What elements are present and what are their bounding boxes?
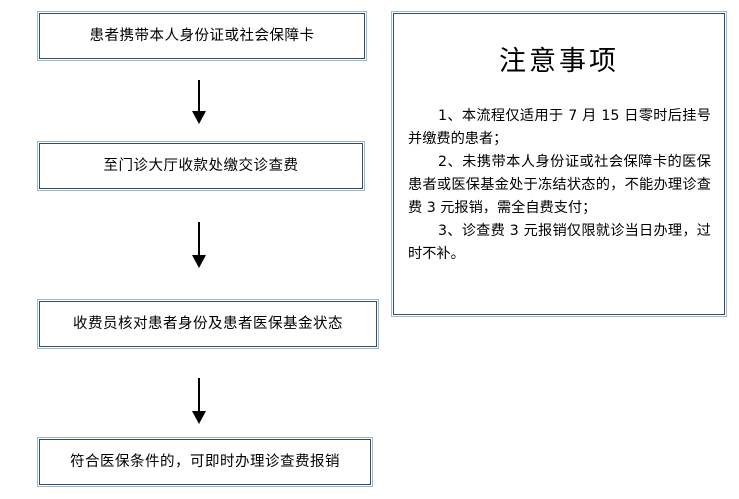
flow-arrow-down-3 [188, 378, 210, 426]
arrow-head-icon [192, 411, 206, 424]
notice-item-1: 1、本流程仅适用于 7 月 15 日零时后挂号并缴费的患者； [408, 108, 711, 147]
flow-step-label-4: 符合医保条件的，可即时办理诊查费报销 [70, 453, 340, 470]
flow-step-box-1: 患者携带本人身份证或社会保障卡 [37, 11, 367, 61]
flow-step-box-4: 符合医保条件的，可即时办理诊查费报销 [37, 437, 373, 487]
arrow-head-icon [192, 111, 206, 124]
notice-body: 1、本流程仅适用于 7 月 15 日零时后挂号并缴费的患者； 2、未携带本人身份… [408, 105, 711, 266]
notice-item-3: 3、诊查费 3 元报销仅限就诊当日办理，过时不补。 [408, 223, 711, 262]
flow-arrow-down-1 [188, 80, 210, 125]
flow-step-label-3: 收费员核对患者身份及患者医保基金状态 [73, 315, 343, 332]
flow-step-label-2: 至门诊大厅收款处缴交诊查费 [103, 157, 299, 174]
arrow-shaft [198, 222, 200, 257]
flow-step-box-2: 至门诊大厅收款处缴交诊查费 [37, 141, 365, 191]
notice-title: 注意事项 [499, 46, 619, 77]
arrow-shaft [198, 378, 200, 413]
arrow-shaft [198, 80, 200, 113]
flow-arrow-down-2 [188, 222, 210, 270]
notice-panel: 注意事项 1、本流程仅适用于 7 月 15 日零时后挂号并缴费的患者； 2、未携… [391, 11, 727, 317]
notice-item-2: 2、未携带本人身份证或社会保障卡的医保患者或医保基金处于冻结状态的，不能办理诊查… [408, 154, 711, 216]
flow-step-label-1: 患者携带本人身份证或社会保障卡 [89, 27, 315, 44]
arrow-head-icon [192, 255, 206, 268]
flow-step-box-3: 收费员核对患者身份及患者医保基金状态 [37, 299, 379, 349]
